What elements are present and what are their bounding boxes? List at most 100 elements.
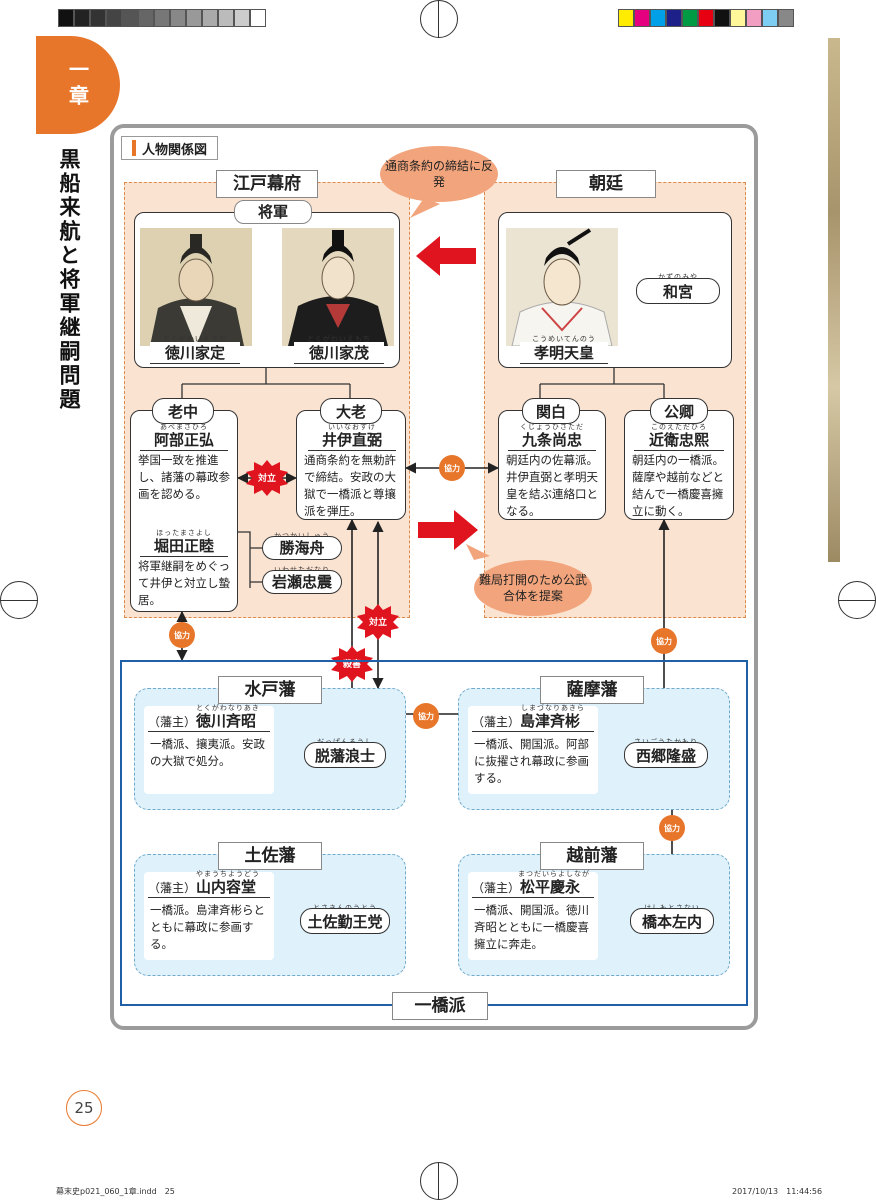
footer-file: 幕末史p021_060_1章.indd 25 — [56, 1187, 175, 1196]
satsuma-label: 薩摩藩 — [540, 676, 644, 704]
assassination-label: 殺害 — [342, 660, 361, 670]
name-kazunomiya: 和宮 — [636, 278, 720, 304]
registration-line — [838, 600, 876, 601]
coop-badge-kugyo-saigo: 協力 — [651, 628, 677, 654]
coop-badge-satsuma-mito: 協力 — [413, 703, 439, 729]
portrait-komei — [506, 228, 618, 346]
tairo-box — [296, 410, 406, 520]
connector-shogun — [181, 368, 351, 404]
kugyo-label: 公卿 — [650, 398, 708, 424]
assassination-burst — [331, 646, 373, 682]
edo-label: 江戸幕府 — [216, 170, 318, 198]
conflict-label-right: 対立 — [368, 618, 387, 628]
roju-label: 老中 — [152, 398, 214, 424]
lord-prefix: （藩主） — [472, 715, 521, 729]
bubble-tail-treaty — [410, 198, 440, 218]
red-arrow-edo-to-court — [418, 510, 478, 550]
ruby-komei: こうめいてんのう — [532, 335, 596, 343]
coop-badge-roju-mito: 協力 — [169, 622, 195, 648]
tosa-lord-box — [144, 872, 274, 960]
registration-line — [438, 1162, 439, 1200]
desc-ii: 通商条約を無勅許で締結。安政の大獄で一橋派と尊攘派を弾圧。 — [304, 453, 396, 518]
label-bar — [132, 140, 136, 156]
ruby-ii: いいなおすけ — [328, 423, 376, 431]
conflict-label-left: 対立 — [257, 474, 276, 484]
registration-mark-top — [420, 0, 458, 38]
roju-box — [130, 410, 238, 612]
name-saigo: 西郷隆盛 — [624, 742, 708, 768]
name-konoe: 近衛忠煕 — [634, 429, 724, 451]
shogun-label: 将軍 — [234, 200, 312, 224]
frame-label: 人物関係図 — [121, 136, 219, 160]
ruby-konoe: このえただひろ — [651, 423, 707, 431]
registration-line — [0, 600, 38, 601]
ruby-hotta: ほったまさよし — [156, 529, 212, 537]
chapter-tab: 一章 — [36, 36, 120, 134]
name-katsu: 勝海舟 — [262, 536, 342, 560]
tairo-label: 大老 — [320, 398, 382, 424]
coop-badge-tairo-kanpaku: 協力 — [439, 455, 465, 481]
name-nariaki: 徳川斉昭 — [196, 712, 257, 730]
ruby-kujo: くじょうひさただ — [520, 423, 584, 431]
bleed-image-strip — [828, 38, 840, 562]
ruby-nariaki: とくがわなりあき — [196, 704, 260, 712]
registration-line — [438, 0, 439, 38]
page-number: 25 — [66, 1090, 102, 1126]
desc-nariakira: 一橋派、開国派。阿部に抜擢され幕政に参画する。 — [474, 737, 589, 785]
ruby-kazunomiya: かずのみや — [658, 273, 698, 281]
grayscale-bar — [58, 9, 266, 27]
court-label: 朝廷 — [556, 170, 656, 198]
ruby-iemochi: とくがわいえもち — [307, 335, 371, 343]
name-iesada: 徳川家定 — [150, 342, 240, 364]
ruby-yodo: やまうちようどう — [196, 870, 260, 878]
name-ii: 井伊直弼 — [308, 429, 396, 451]
coop-badge-saigo-hashimoto: 協力 — [659, 815, 685, 841]
bubble-tail-kobu — [466, 544, 490, 560]
ruby-iesada: とくがわいえさだ — [163, 335, 227, 343]
name-komei: 孝明天皇 — [520, 342, 608, 364]
desc-yoshinaga: 一橋派、開国派。徳川斉昭とともに一橋慶喜擁立に奔走。 — [474, 903, 589, 951]
portrait-iemochi — [282, 228, 394, 346]
name-nariakira: 島津斉彬 — [520, 712, 581, 730]
name-kinnoto: 土佐勤王党 — [300, 908, 390, 934]
satsuma-lord-box — [468, 706, 598, 794]
mito-lord-box — [144, 706, 274, 794]
name-ronin: 脱藩浪士 — [304, 742, 386, 768]
color-bar — [618, 9, 794, 27]
hitotsubashi-label: 一橋派 — [392, 992, 488, 1020]
lord-prefix: （藩主） — [148, 881, 197, 895]
mito-label: 水戸藩 — [218, 676, 322, 704]
name-kujo: 九条尚忠 — [508, 429, 596, 451]
name-iwase: 岩瀬忠震 — [262, 570, 342, 594]
desc-nariaki: 一橋派、攘夷派。安政の大獄で処分。 — [150, 737, 265, 768]
tosa-lord: （藩主） 山内容堂 — [148, 876, 270, 898]
name-hashimoto: 橋本左内 — [630, 908, 714, 934]
kanpaku-label: 関白 — [522, 398, 580, 424]
footer-date: 2017/10/13 11:44:56 — [732, 1187, 823, 1196]
name-hotta: 堀田正睦 — [140, 535, 228, 557]
name-iemochi: 徳川家茂 — [294, 342, 384, 364]
conflict-burst-right — [357, 604, 399, 640]
desc-konoe: 朝廷内の一橋派。薩摩や越前などと結んで一橋慶喜擁立に動く。 — [632, 453, 724, 518]
lord-prefix: （藩主） — [472, 881, 521, 895]
desc-yodo: 一橋派。島津斉彬らとともに幕政に参画する。 — [150, 903, 265, 951]
mito-lord: （藩主） 徳川斉昭 — [148, 710, 270, 732]
connector-katsu-iwase — [238, 531, 262, 588]
name-abe: 阿部正弘 — [140, 429, 228, 451]
echizen-lord: （藩主） 松平慶永 — [472, 876, 594, 898]
desc-kujo: 朝廷内の佐幕派。井伊直弼と孝明天皇を結ぶ連絡口となる。 — [506, 453, 598, 518]
bubble-treaty: 通商条約の締結に反発 — [380, 146, 498, 202]
red-arrow-court-to-edo — [416, 236, 476, 276]
name-yodo: 山内容堂 — [196, 878, 257, 896]
desc-hotta: 将軍継嗣をめぐって井伊と対立し蟄居。 — [138, 559, 230, 607]
connector-court — [539, 368, 665, 404]
frame-label-text: 人物関係図 — [142, 142, 208, 158]
portrait-iesada — [140, 228, 252, 346]
echizen-lord-box — [468, 872, 598, 960]
conflict-burst-left — [246, 460, 288, 496]
ruby-abe: あべまさひろ — [160, 423, 208, 431]
bubble-kobu: 難局打開のため公武合体を提案 — [474, 560, 592, 616]
satsuma-lord: （藩主） 島津斉彬 — [472, 710, 594, 732]
ruby-nariakira: しまづなりあきら — [521, 704, 585, 712]
kanpaku-box — [498, 410, 606, 520]
